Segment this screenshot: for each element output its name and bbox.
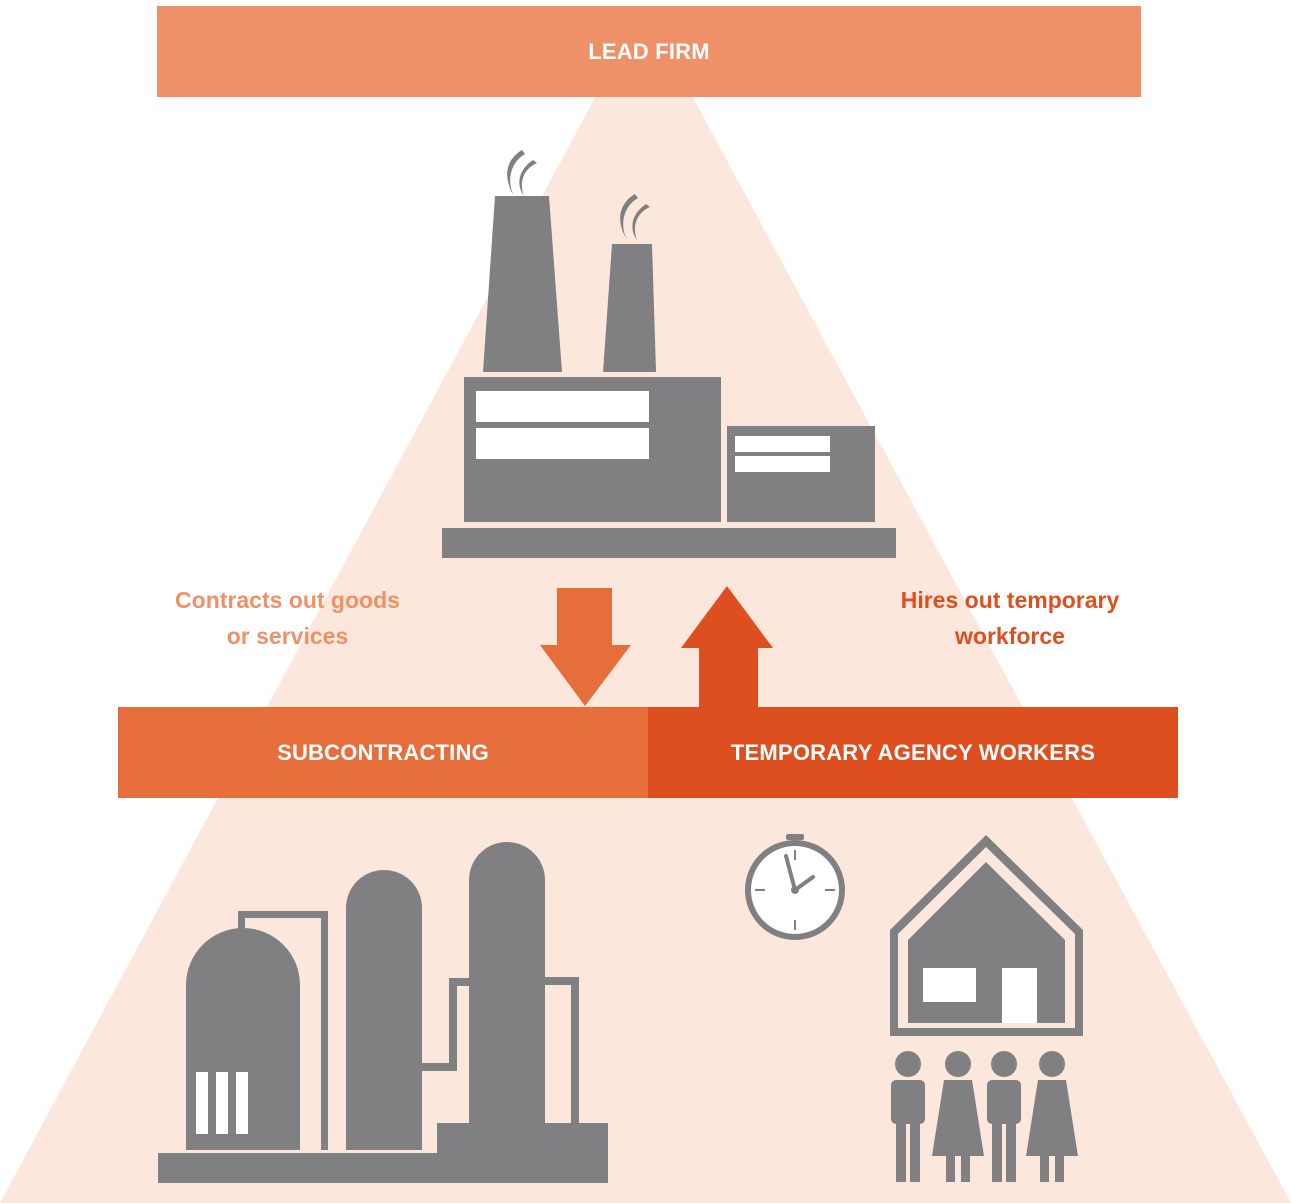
factory-icon xyxy=(442,150,896,558)
arrow-up-icon xyxy=(681,586,773,708)
temporary-agency-bar: TEMPORARY AGENCY WORKERS xyxy=(648,707,1178,798)
subcontracting-bar: SUBCONTRACTING xyxy=(118,707,648,798)
clock-icon xyxy=(745,834,845,940)
contracts-out-caption: Contracts out goods or services xyxy=(175,587,400,649)
lead-firm-bar: LEAD FIRM xyxy=(157,6,1141,97)
subcontracting-label: SUBCONTRACTING xyxy=(277,739,489,765)
lead-firm-label: LEAD FIRM xyxy=(588,38,710,64)
temporary-agency-label: TEMPORARY AGENCY WORKERS xyxy=(730,739,1096,765)
house-with-workers-icon xyxy=(890,835,1083,1182)
arrow-down-icon xyxy=(540,588,631,706)
industrial-tanks-icon xyxy=(158,842,608,1183)
hires-out-caption: Hires out temporary workforce xyxy=(900,587,1120,649)
